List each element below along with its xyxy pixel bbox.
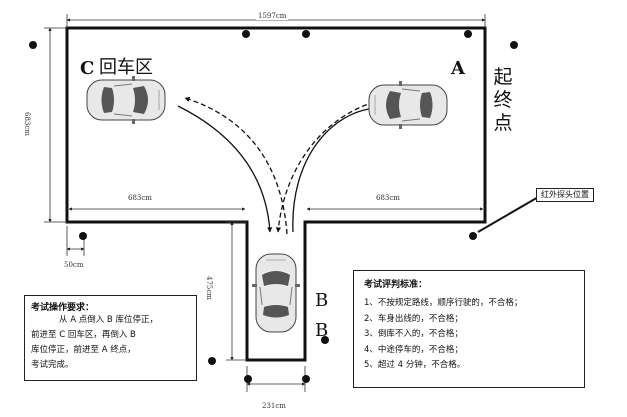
stem-width-label: 231cm (262, 402, 286, 410)
course-outline (65, 26, 487, 362)
criteria-item: 4、中途停车的，不合格； (364, 344, 463, 355)
operation-line: 考试完成。 (31, 360, 74, 370)
left-height-dimension (44, 27, 67, 223)
marker-dot-icon (79, 232, 87, 240)
operation-box-title: 考试操作要求： (31, 303, 95, 313)
zone-a-label: A (451, 58, 465, 79)
zone-b-upper-label: B (315, 290, 329, 311)
top-dimension-line (66, 14, 486, 28)
stem-depth-dimension (226, 221, 247, 361)
path-reverse-into-b (275, 99, 383, 233)
stem-width-dimension (246, 366, 306, 392)
car-b-bay-icon (251, 253, 301, 333)
left-height-label: 683cm (23, 112, 31, 136)
marker-dot-icon (242, 30, 250, 38)
margin-label: 50cm (64, 261, 84, 269)
criteria-item: 5、超过 4 分钟，不合格。 (364, 360, 466, 370)
criteria-box-title: 考试评判标准： (364, 280, 428, 290)
zone-b-lower-label: B (315, 320, 329, 341)
operation-line: 前进至 C 回车区，再倒入 B (31, 330, 136, 340)
zone-c-label: 回车区 (99, 57, 153, 78)
car-a-zone-icon (368, 80, 448, 130)
margin-dimension (66, 226, 85, 256)
path-to-a (292, 105, 377, 233)
left-arm-label: 683cm (128, 194, 152, 202)
marker-dots (29, 30, 518, 383)
criteria-item: 1、不按规定路线，顺序行驶的，不合格； (364, 298, 523, 308)
zone-c-letter: C (80, 58, 95, 79)
operation-line: 从 A 点倒入 B 库位停正， (59, 315, 158, 325)
marker-dot-icon (302, 375, 310, 383)
path-from-c (177, 105, 273, 233)
path-forward-to-c (184, 96, 288, 235)
marker-dot-icon (464, 30, 472, 38)
operation-requirements-box: 考试操作要求： 从 A 点倒入 B 库位停正， 前进至 C 回车区，再倒入 B … (24, 295, 197, 381)
marker-dot-icon (208, 357, 216, 365)
marker-dot-icon (469, 232, 477, 240)
car-c-zone-icon (86, 75, 166, 125)
right-arm-label: 683cm (376, 194, 400, 202)
sensor-pointer-line (477, 195, 541, 233)
marker-dot-icon (244, 375, 252, 383)
criteria-item: 2、车身出线的，不合格； (364, 313, 463, 324)
operation-line: 库位停正，前进至 A 终点， (31, 345, 136, 355)
stem-depth-label: 475cm (205, 276, 213, 300)
start-end-label: 起终点 (493, 66, 513, 134)
top-width-label: 1597cm (256, 12, 289, 20)
judging-criteria-box: 考试评判标准： 1、不按规定路线，顺序行驶的，不合格； 2、车身出线的，不合格；… (353, 270, 585, 388)
marker-dot-icon (510, 41, 518, 49)
sensor-position-label: 红外探头位置 (536, 188, 594, 202)
marker-dot-icon (302, 30, 310, 38)
marker-dot-icon (321, 336, 329, 344)
criteria-item: 3、倒库不入的，不合格； (364, 329, 463, 339)
marker-dot-icon (29, 41, 37, 49)
